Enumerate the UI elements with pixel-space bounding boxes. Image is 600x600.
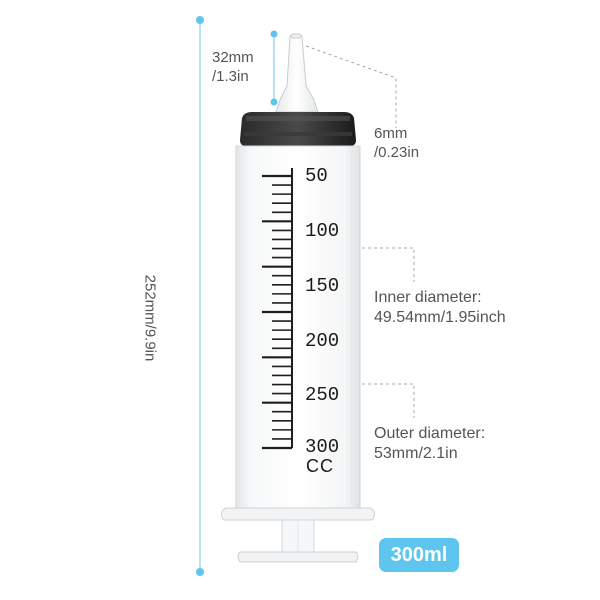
scale-unit: CC xyxy=(306,456,334,476)
capacity-badge: 300ml xyxy=(379,538,459,572)
tip-opening-mm: 6mm xyxy=(374,125,408,142)
finger-flange xyxy=(220,507,376,521)
scale-mark-50: 50 xyxy=(305,165,328,187)
tip-dot-bottom xyxy=(270,98,278,106)
tip-length-mm: 32mm xyxy=(212,49,254,66)
scale-mark-200: 200 xyxy=(305,330,340,352)
inner-diameter-label: Inner diameter: xyxy=(374,289,482,306)
outer-diameter-value: 53mm/2.1in xyxy=(374,445,458,462)
tip-length-in: /1.3in xyxy=(212,68,249,85)
scale-mark-150: 150 xyxy=(305,275,340,297)
inner-diameter-value: 49.54mm/1.95inch xyxy=(374,309,506,326)
syringe-barrel xyxy=(235,145,361,509)
total-length-label: 252mm/9.9in xyxy=(141,274,159,362)
dimension-dot-bottom xyxy=(196,568,204,576)
thumb-press xyxy=(237,551,359,563)
dimension-dot-top xyxy=(196,16,204,24)
tip-dot-top xyxy=(270,30,278,38)
scale-mark-250: 250 xyxy=(305,384,340,406)
scale-mark-300: 300 xyxy=(305,436,340,458)
dimension-lines xyxy=(196,16,415,576)
scale-mark-100: 100 xyxy=(305,220,340,242)
syringe-tip xyxy=(275,35,319,113)
syringe-tip-opening xyxy=(290,33,302,39)
outer-diameter-label: Outer diameter: xyxy=(374,425,486,442)
tip-opening-in: /0.23in xyxy=(374,144,420,161)
